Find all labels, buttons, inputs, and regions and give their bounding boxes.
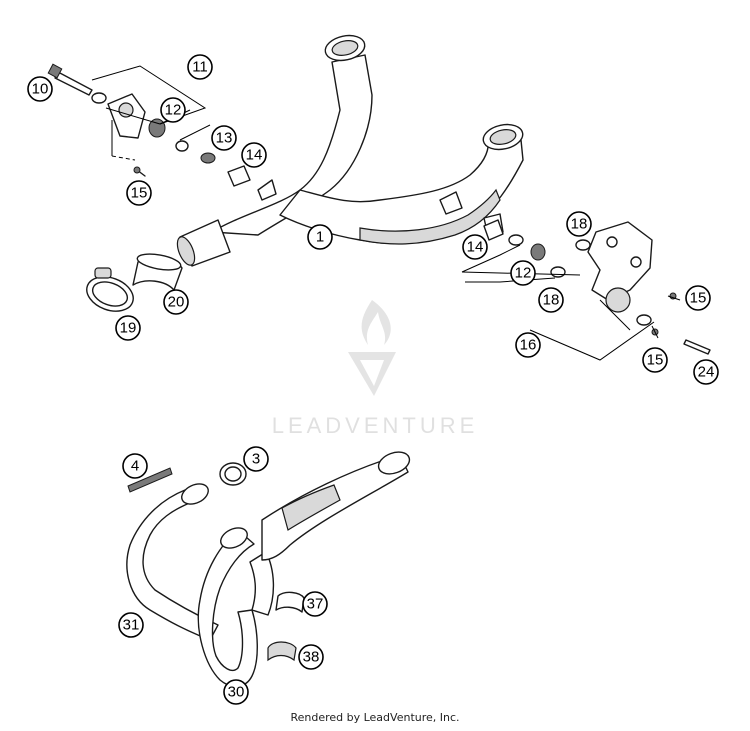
right-hardware [461,219,711,361]
callout-label: 11 [192,59,208,76]
callout-14-left[interactable]: 14 [241,142,267,168]
credit-footer: Rendered by LeadVenture, Inc. [290,711,460,724]
callout-12-left[interactable]: 12 [160,97,186,123]
callout-label: 38 [303,649,320,666]
callout-label: 20 [168,294,185,311]
callout-label: 18 [571,216,588,233]
callout-15-left[interactable]: 15 [126,180,152,206]
callout-label: 1 [316,229,324,246]
callout-10[interactable]: 10 [27,76,53,102]
header-pipe-part-30 [197,529,258,687]
callout-label: 14 [467,239,484,256]
callout-14-right[interactable]: 14 [462,234,488,260]
callout-1[interactable]: 1 [307,224,333,250]
callout-4[interactable]: 4 [122,453,148,479]
callout-label: 16 [520,337,537,354]
callout-label: 37 [307,596,324,613]
watermark-flame-icon [361,300,391,345]
callout-15-right-bottom[interactable]: 15 [642,347,668,373]
callout-18-top[interactable]: 18 [566,211,592,237]
callout-label: 19 [120,320,137,337]
callout-24[interactable]: 24 [693,359,719,385]
callout-12-right[interactable]: 12 [510,260,536,286]
callout-label: 12 [165,102,182,119]
callout-30[interactable]: 30 [223,679,249,705]
callout-label: 31 [123,617,140,634]
watermark-v-icon [348,352,396,396]
callout-20[interactable]: 20 [163,289,189,315]
callout-label: 13 [216,130,233,147]
y-pipe-part-1 [176,34,524,267]
callout-3[interactable]: 3 [243,446,269,472]
callout-label: 18 [543,292,560,309]
callout-18-bottom[interactable]: 18 [538,287,564,313]
callout-label: 24 [698,364,715,381]
header-pipes [126,451,411,687]
callout-31[interactable]: 31 [118,612,144,638]
watermark-text: LEADVENTURE [272,413,479,438]
callout-label: 10 [32,81,49,98]
callout-label: 3 [252,451,260,468]
clamp-part-19 [86,267,134,312]
callout-37[interactable]: 37 [302,591,328,617]
callout-19[interactable]: 19 [115,315,141,341]
callout-label: 15 [690,290,707,307]
left-hardware [47,63,251,187]
callout-11[interactable]: 11 [187,54,213,80]
callout-label: 15 [131,185,148,202]
callout-16[interactable]: 16 [515,332,541,358]
sleeve-part-20 [132,253,183,291]
callout-label: 12 [515,265,532,282]
watermark: LEADVENTURE [272,300,479,438]
callout-label: 4 [131,458,139,475]
callout-38[interactable]: 38 [298,644,324,670]
callout-label: 14 [246,147,263,164]
bolt-part-10 [47,63,93,96]
callout-15-right-top[interactable]: 15 [685,285,711,311]
callout-13[interactable]: 13 [211,125,237,151]
callout-label: 15 [647,352,664,369]
callout-label: 30 [228,684,245,701]
